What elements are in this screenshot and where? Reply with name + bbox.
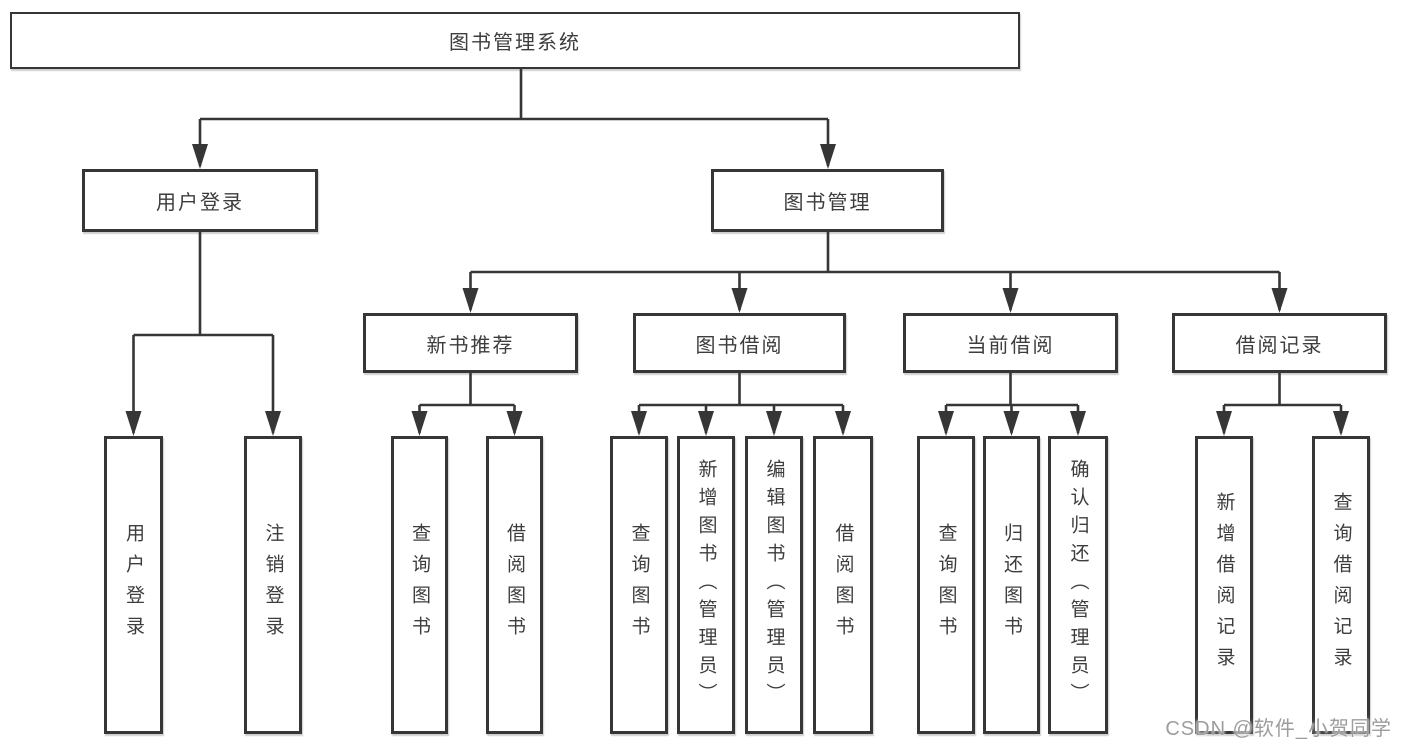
node-book-management: 图书管理 bbox=[711, 169, 944, 232]
connector-borrow-records bbox=[1222, 373, 1343, 433]
leaf-label: 新增借阅记录 bbox=[1213, 492, 1235, 678]
node-label: 图书管理系统 bbox=[449, 32, 581, 54]
leaf-label: 查询借阅记录 bbox=[1330, 492, 1352, 678]
leaf-label: 用户登录 bbox=[123, 523, 144, 647]
node-borrow-records: 借阅记录 bbox=[1172, 313, 1387, 373]
arrowheads bbox=[125, 144, 1349, 436]
leaf-borrow-books: 借阅图书 bbox=[486, 436, 543, 734]
leaf-label: 新增图书（管理员） bbox=[695, 459, 717, 711]
leaf-label: 确认归还（管理员） bbox=[1067, 459, 1089, 711]
connector-root bbox=[198, 69, 830, 166]
leaf-confirm-return-admin: 确认归还（管理员） bbox=[1048, 436, 1108, 734]
leaf-query-books: 查询图书 bbox=[610, 436, 668, 734]
node-label: 用户登录 bbox=[156, 192, 244, 214]
leaf-label: 查询图书 bbox=[628, 523, 650, 647]
leaf-return-books: 归还图书 bbox=[983, 436, 1040, 734]
leaf-user-login: 用户登录 bbox=[104, 436, 163, 734]
leaf-query-books: 查询图书 bbox=[391, 436, 448, 734]
node-label: 图书管理 bbox=[783, 192, 872, 214]
node-library-management-system: 图书管理系统 bbox=[10, 12, 1020, 69]
leaf-add-books-admin: 新增图书（管理员） bbox=[677, 436, 735, 734]
leaf-label: 借阅图书 bbox=[832, 523, 854, 647]
node-label: 图书借阅 bbox=[695, 334, 784, 357]
connector-new-book-recommend bbox=[418, 373, 516, 433]
leaf-label: 查询图书 bbox=[935, 523, 957, 647]
leaf-label: 借阅图书 bbox=[504, 523, 525, 647]
leaf-label: 注销登录 bbox=[262, 523, 284, 647]
connector-user-login bbox=[132, 232, 275, 433]
connector-book-management bbox=[469, 232, 1281, 310]
csdn-watermark: CSDN @软件_小贺同学 bbox=[1165, 718, 1392, 740]
node-new-book-recommend: 新书推荐 bbox=[363, 313, 578, 373]
leaf-label: 归还图书 bbox=[1001, 523, 1022, 647]
leaf-add-borrow-record: 新增借阅记录 bbox=[1195, 436, 1253, 734]
leaf-label: 查询图书 bbox=[409, 523, 430, 647]
leaf-query-borrow-record: 查询借阅记录 bbox=[1312, 436, 1370, 734]
node-label: 当前借阅 bbox=[966, 334, 1055, 357]
node-user-login: 用户登录 bbox=[82, 169, 318, 232]
leaf-label: 编辑图书（管理员） bbox=[763, 459, 785, 711]
leaf-query-books: 查询图书 bbox=[917, 436, 975, 734]
connector-book-borrow bbox=[637, 373, 845, 433]
leaf-edit-books-admin: 编辑图书（管理员） bbox=[745, 436, 803, 734]
leaf-borrow-books: 借阅图书 bbox=[813, 436, 873, 734]
node-label: 新书推荐 bbox=[426, 334, 515, 357]
node-current-borrow: 当前借阅 bbox=[903, 313, 1118, 373]
node-book-borrow: 图书借阅 bbox=[633, 313, 846, 373]
leaf-logout: 注销登录 bbox=[244, 436, 302, 734]
node-label: 借阅记录 bbox=[1235, 334, 1324, 357]
